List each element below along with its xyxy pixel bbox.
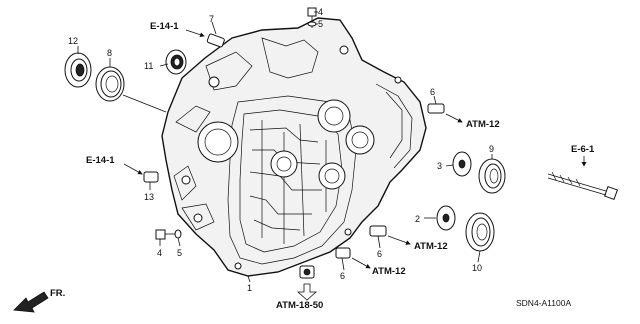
drawing-code: SDN4-A1100A	[516, 298, 571, 308]
part-13-dowel	[143, 171, 159, 183]
part-5-washer-lower	[174, 229, 182, 239]
part-8-bearing	[95, 66, 125, 102]
ref-atm-18-50: ATM-18-50	[276, 300, 323, 311]
part-6-dowel-bottom	[335, 247, 351, 259]
callout-8: 8	[107, 48, 112, 58]
callout-3: 3	[437, 161, 442, 171]
callout-1: 1	[247, 283, 252, 293]
part-12-seal	[64, 52, 92, 88]
part-6-dowel-mid	[369, 225, 387, 237]
callout-13: 13	[144, 192, 154, 202]
callout-4-top: 4	[318, 7, 323, 17]
ref-atm-12-bottom: ATM-12	[372, 266, 406, 277]
ref-e-14-1-top: E-14-1	[150, 21, 179, 32]
callout-9: 9	[489, 144, 494, 154]
reference-arrows	[123, 29, 587, 301]
callout-numbers: 12 8 11 7 4 5 6 3 9 2 10 6 6 1 13 4 5	[68, 7, 494, 293]
callout-4-lower: 4	[157, 248, 162, 258]
leader-lines	[77, 11, 493, 283]
part-3-shim	[452, 151, 472, 177]
callout-7: 7	[209, 14, 214, 24]
flange-bolt	[547, 171, 619, 201]
part-10-bearing	[465, 212, 495, 252]
callout-10: 10	[472, 263, 482, 273]
callout-5-lower: 5	[177, 248, 182, 258]
part-7-dowel	[206, 33, 225, 48]
callout-6-right: 6	[430, 87, 435, 97]
ref-e-6-1: E-6-1	[571, 144, 595, 155]
callout-11: 11	[144, 61, 153, 71]
callout-5-top: 5	[318, 19, 323, 29]
part-9-bearing	[478, 158, 506, 194]
ref-e-14-1-left: E-14-1	[86, 155, 115, 166]
front-direction-label: FR.	[50, 288, 65, 299]
part-6-dowel-right	[427, 103, 445, 114]
part-11-seal	[165, 49, 187, 75]
part-2-shim	[436, 205, 456, 231]
callout-6-bottom: 6	[340, 271, 345, 281]
part-5-washer-top	[307, 21, 317, 27]
callout-2: 2	[415, 214, 420, 224]
callout-6-mid: 6	[377, 249, 382, 259]
transmission-case	[161, 17, 427, 277]
ref-atm-12-mid: ATM-12	[414, 241, 448, 252]
part-drain-plug	[299, 265, 315, 279]
callout-12: 12	[68, 36, 78, 46]
ref-atm-12-right: ATM-12	[466, 119, 500, 130]
reference-labels: E-14-1 E-14-1 E-6-1 ATM-12 ATM-12 ATM-12…	[86, 21, 595, 311]
front-direction-arrow	[13, 291, 49, 313]
